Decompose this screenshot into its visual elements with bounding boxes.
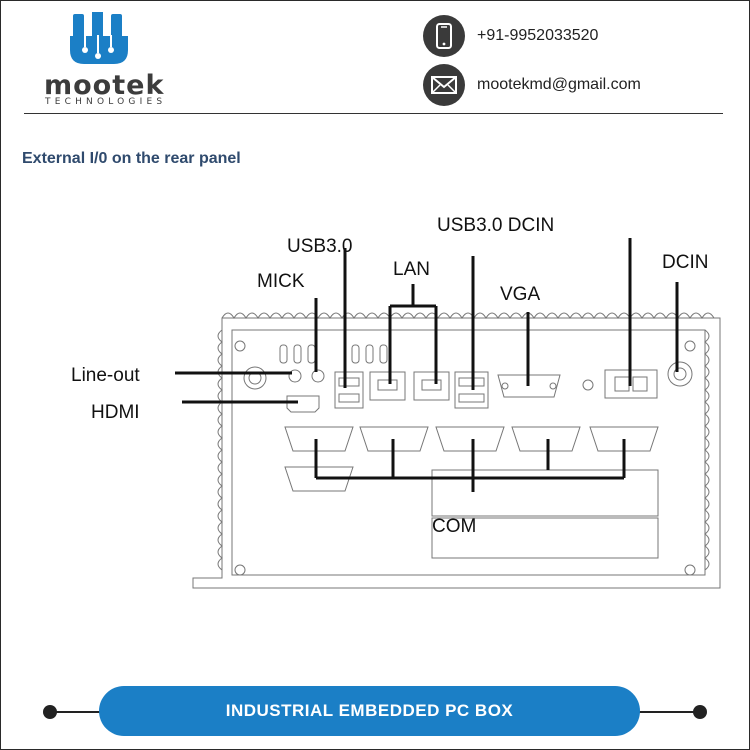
mootek-logo [70,12,128,64]
label-com: COM [432,516,477,537]
label-dcin: DCIN [662,252,709,273]
brand-name: mootek [44,70,165,101]
brand-tagline: TECHNOLOGIES [45,97,167,107]
smartphone-icon [423,15,465,57]
envelope-icon [423,64,465,106]
label-vga: VGA [500,284,541,305]
footer-title: INDUSTRIAL EMBEDDED PC BOX [225,701,514,720]
email-address[interactable]: mootekmd@gmail.com [477,76,641,93]
footer-right-dot [693,705,707,719]
label-lan: LAN [393,259,430,280]
footer-left-line [50,711,110,713]
rear-panel-diagram [175,238,721,589]
footer-banner: INDUSTRIAL EMBEDDED PC BOX [99,686,640,736]
label-mick: MICK [257,271,305,292]
header-divider [24,113,723,114]
section-title: External I/0 on the rear panel [22,150,241,167]
phone-number[interactable]: +91-9952033520 [477,27,599,44]
label-usb30-left: USB3.0 [287,236,353,257]
footer-right-line [630,711,700,713]
label-usb30-dcin: USB3.0 DCIN [437,215,555,236]
label-line-out: Line-out [71,365,140,386]
label-hdmi: HDMI [91,402,140,423]
